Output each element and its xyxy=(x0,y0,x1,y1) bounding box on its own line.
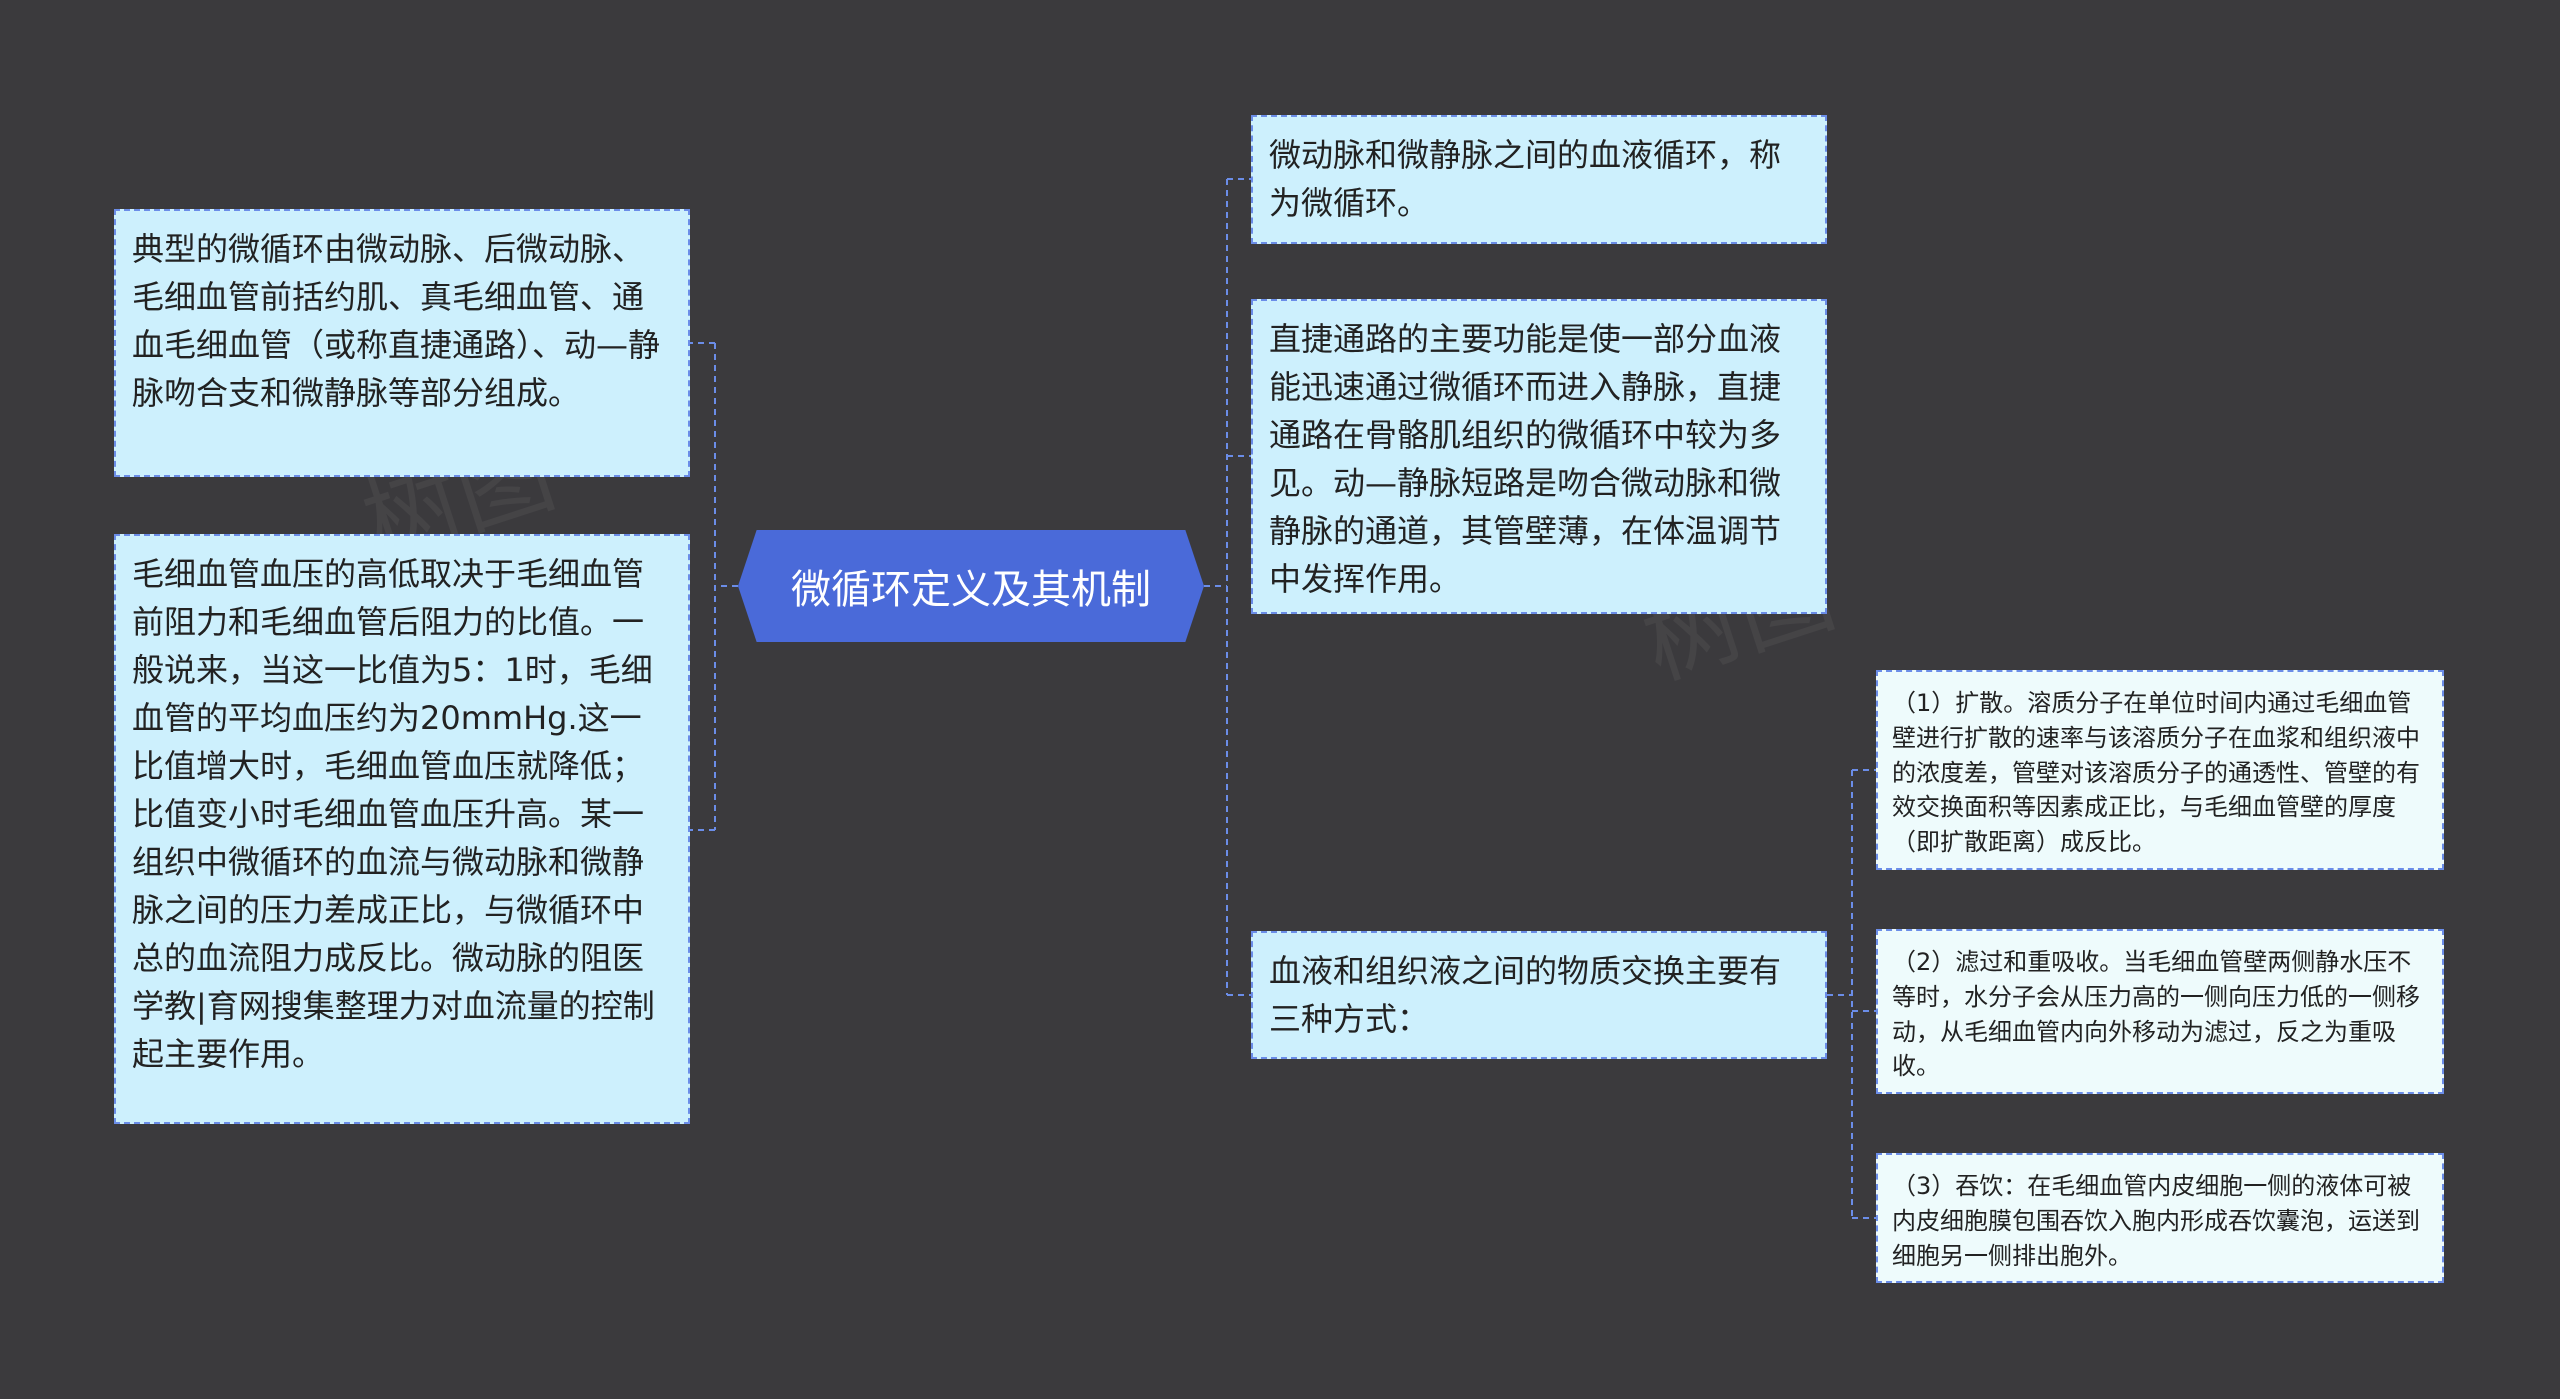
subtopic-diffusion[interactable]: （1）扩散。溶质分子在单位时间内通过毛细血管壁进行扩散的速率与该溶质分子在血浆和… xyxy=(1876,670,2444,870)
subtopic-filtration[interactable]: （2）滤过和重吸收。当毛细血管壁两侧静水压不等时，水分子会从压力高的一侧向压力低… xyxy=(1876,929,2444,1094)
root-topic[interactable]: 微循环定义及其机制 xyxy=(738,530,1204,642)
subtopic-pinocytosis[interactable]: （3）吞饮：在毛细血管内皮细胞一侧的液体可被内皮细胞膜包围吞饮入胞内形成吞饮囊泡… xyxy=(1876,1153,2444,1283)
right-topic-3[interactable]: 血液和组织液之间的物质交换主要有三种方式： xyxy=(1251,931,1827,1059)
left-topic-2[interactable]: 毛细血管血压的高低取决于毛细血管前阻力和毛细血管后阻力的比值。一般说来，当这一比… xyxy=(114,534,690,1124)
right-topic-1[interactable]: 微动脉和微静脉之间的血液循环，称为微循环。 xyxy=(1251,115,1827,244)
right-topic-2[interactable]: 直捷通路的主要功能是使一部分血液能迅速通过微循环而进入静脉，直捷通路在骨骼肌组织… xyxy=(1251,299,1827,614)
left-topic-1[interactable]: 典型的微循环由微动脉、后微动脉、毛细血管前括约肌、真毛细血管、通血毛细血管（或称… xyxy=(114,209,690,477)
